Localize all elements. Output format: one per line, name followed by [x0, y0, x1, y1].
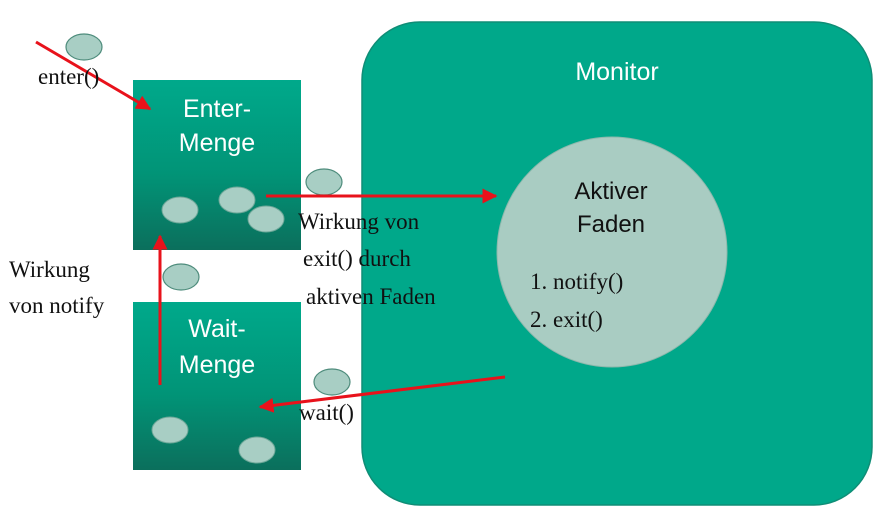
active-thread-step-2: 2. exit() [530, 307, 603, 332]
wait-label: wait() [299, 400, 354, 425]
active-thread-label-line2: Faden [577, 211, 645, 238]
monitor-title: Monitor [575, 58, 658, 86]
exit-effect-label-line3: aktiven Faden [306, 284, 436, 309]
enter-arrow [35, 40, 152, 111]
thread-token [218, 186, 256, 214]
enter-label: enter() [38, 64, 99, 89]
enter-set-label-line1: Enter- [183, 95, 251, 123]
wait-set-label-line2: Menge [179, 351, 255, 379]
exit-effect-label-line2: exit() durch [303, 246, 411, 271]
exit-effect-label-line1: Wirkung von [298, 209, 420, 234]
notify-effect-label-line2: von notify [9, 293, 105, 318]
thread-token [313, 368, 351, 396]
active-thread-label-line1: Aktiver [574, 178, 647, 205]
thread-token [161, 196, 199, 224]
enter-set-label-line2: Menge [179, 129, 255, 157]
thread-token [305, 168, 343, 196]
active-thread-step-1: 1. notify() [530, 269, 623, 294]
notify-effect-label-line1: Wirkung [9, 257, 90, 282]
wait-arrow [258, 375, 506, 413]
thread-token [65, 33, 103, 61]
wait-set-label-line1: Wait- [188, 315, 245, 343]
active-thread-circle [496, 136, 728, 368]
thread-token [162, 263, 200, 291]
thread-token [238, 436, 276, 464]
thread-token [151, 416, 189, 444]
thread-token [247, 205, 285, 233]
